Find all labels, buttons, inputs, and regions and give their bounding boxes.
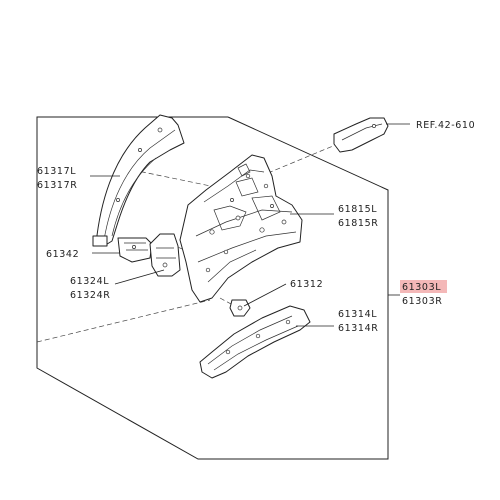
reference-part bbox=[333, 117, 389, 153]
leader-61312 bbox=[243, 283, 287, 307]
part-61314-rail bbox=[199, 305, 311, 379]
highlight-61303L bbox=[400, 280, 447, 293]
part-61317-arch bbox=[92, 114, 185, 247]
label-ref: REF.42-610 bbox=[416, 120, 475, 131]
label-61317R: 61317R bbox=[37, 180, 77, 191]
leader-61324 bbox=[114, 269, 165, 285]
label-61314L: 61314L bbox=[338, 309, 377, 320]
part-61815-floor bbox=[179, 154, 303, 303]
label-61303L: 61303L bbox=[402, 282, 441, 293]
part-61342-bracket bbox=[117, 237, 153, 263]
label-61815L: 61815L bbox=[338, 204, 377, 215]
part-61312-bracket bbox=[229, 299, 251, 317]
dashed-line-rear bbox=[267, 140, 346, 174]
assembly-frame bbox=[36, 116, 389, 460]
label-61324R: 61324R bbox=[70, 290, 110, 301]
label-61342: 61342 bbox=[46, 249, 79, 260]
label-61312: 61312 bbox=[290, 279, 323, 290]
label-61317L: 61317L bbox=[37, 166, 76, 177]
label-61303R: 61303R bbox=[402, 296, 442, 307]
label-61815R: 61815R bbox=[338, 218, 378, 229]
dashed-line-lower bbox=[36, 299, 211, 343]
label-61314R: 61314R bbox=[338, 323, 378, 334]
label-61324L: 61324L bbox=[70, 276, 109, 287]
part-61324-bracket bbox=[149, 233, 181, 277]
